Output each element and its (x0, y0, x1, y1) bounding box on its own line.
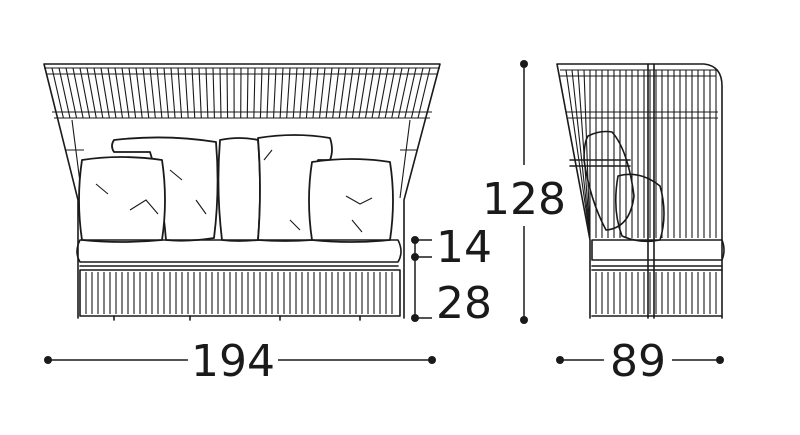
side-frame-outline (556, 63, 723, 319)
slat-line (58, 67, 71, 119)
side-pillow-front (614, 173, 665, 243)
slat-line (149, 67, 156, 119)
slat-line (279, 67, 284, 119)
slat-line (170, 67, 176, 119)
seat-cushion (76, 239, 402, 263)
slat-line (100, 67, 110, 119)
slat-line (358, 67, 368, 119)
slat-line (156, 67, 163, 119)
slat-line (114, 67, 124, 119)
slat-line (121, 67, 130, 119)
dimension-depth-label: 89 (610, 336, 666, 387)
slat-line (246, 67, 249, 119)
dimension-seat: 14 28 (411, 222, 492, 329)
base-slats (85, 272, 393, 314)
dimension-depth: 89 (556, 336, 724, 387)
slat-line (391, 67, 403, 119)
back-cushion-middle (217, 137, 261, 242)
slat-line (305, 67, 312, 119)
slat-line (65, 67, 78, 119)
slat-line (198, 67, 202, 119)
throw-pillow-right (308, 158, 394, 243)
slat-line (417, 67, 431, 119)
slat-line (351, 67, 361, 119)
dimension-cushion-label: 14 (436, 222, 492, 273)
slat-line (191, 67, 196, 119)
sofa-front-view (43, 63, 441, 321)
slat-line (107, 67, 117, 119)
slat-line (79, 67, 91, 119)
slat-line (410, 67, 424, 119)
slat-line (219, 67, 222, 119)
slat-line (212, 67, 215, 119)
slat-line (312, 67, 319, 119)
slat-line (345, 67, 354, 119)
slat-line (404, 67, 417, 119)
throw-pillow-left (78, 156, 166, 243)
slat-line (292, 67, 298, 119)
slat-line (51, 67, 64, 119)
slat-line (583, 69, 591, 239)
slat-line (177, 67, 183, 119)
slat-line (184, 67, 189, 119)
slat-line (135, 67, 143, 119)
slat-line (571, 69, 591, 239)
dimension-width-label: 194 (191, 336, 275, 387)
slat-line (364, 67, 375, 119)
slat-line (318, 67, 326, 119)
slat-line (72, 67, 84, 119)
side-pillow-back (583, 130, 635, 231)
dimension-height-label: 128 (482, 174, 566, 225)
slat-line (259, 67, 263, 119)
dimension-height: 128 (482, 60, 566, 324)
slat-line (142, 67, 150, 119)
canopy-slats (51, 67, 431, 119)
slat-line (163, 67, 170, 119)
slat-line (565, 69, 591, 239)
slat-line (128, 67, 137, 119)
slat-line (332, 67, 340, 119)
side-seat (591, 239, 725, 261)
dimension-seat-label: 28 (436, 278, 492, 329)
slat-line (253, 67, 256, 119)
side-slats (565, 69, 717, 314)
slat-line (397, 67, 410, 119)
slat-line (266, 67, 270, 119)
dimension-width: 194 (44, 336, 436, 387)
slat-line (299, 67, 305, 119)
sofa-side-view (556, 63, 725, 319)
slat-line (86, 67, 97, 119)
slat-line (93, 67, 104, 119)
canopy-outline (43, 63, 441, 319)
slat-line (325, 67, 333, 119)
slat-line (371, 67, 382, 119)
slat-line (272, 67, 277, 119)
slat-line (384, 67, 396, 119)
sofa-base (79, 269, 401, 317)
slat-line (226, 67, 229, 119)
slat-line (378, 67, 389, 119)
slat-line (205, 67, 209, 119)
slat-line (286, 67, 291, 119)
slat-line (338, 67, 347, 119)
